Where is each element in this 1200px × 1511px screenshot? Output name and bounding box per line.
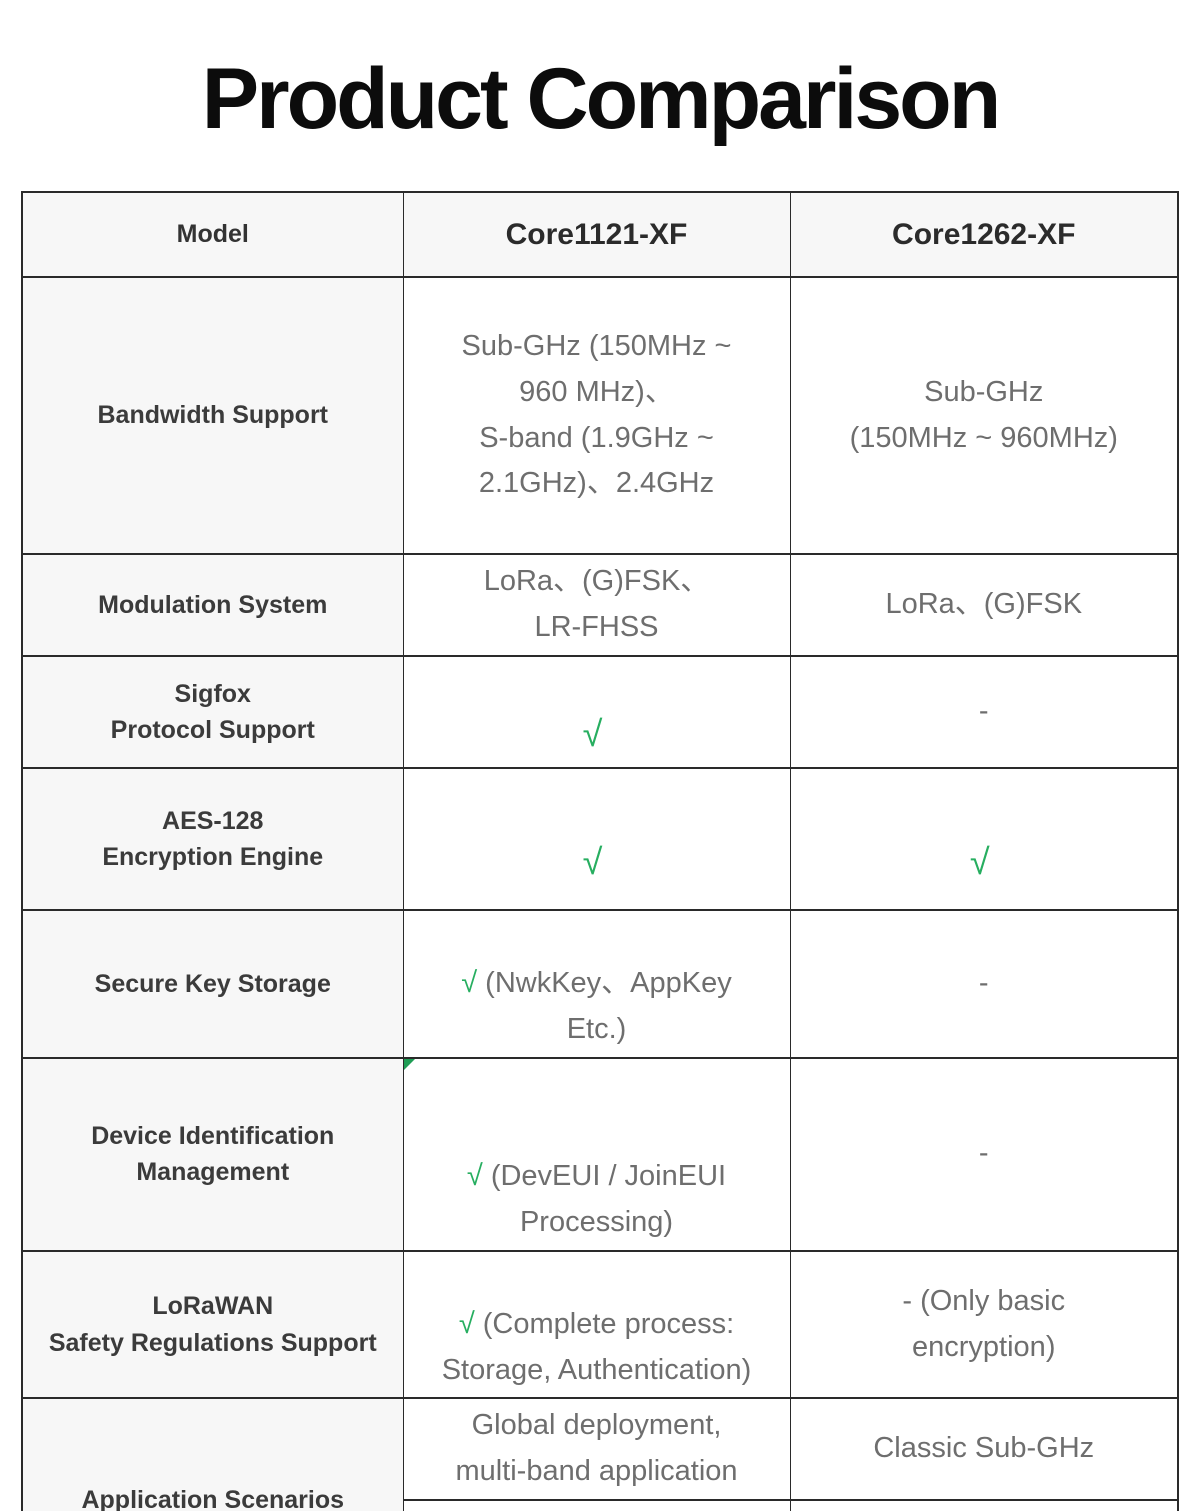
cell-text: (NwkKey、AppKey Etc.) (485, 967, 732, 1045)
table-row-application-1: Application Scenarios Global deployment,… (21, 1397, 1179, 1511)
cell-core1262-secure-key: - (789, 909, 1179, 1059)
comparison-table: Model Core1121-XF Core1262-XF Bandwidth … (21, 191, 1179, 1511)
column-header-core1262: Core1262-XF (789, 191, 1179, 278)
cell-core1121-device-id: √(DevEUI / JoinEUI Processing) (402, 1056, 791, 1253)
table-row-application-2: Asset tracking, high- security scenarios… (22, 1499, 1179, 1511)
table-row-sigfox: Sigfox Protocol Support √ - (21, 654, 1179, 770)
cell-core1262-application-2: LoRa Communication (789, 1499, 1179, 1511)
check-icon: √ (969, 840, 990, 882)
page-title: Product Comparison (201, 51, 1002, 147)
cell-core1121-modulation: LoRa、(G)FSK、 LR-FHSS (402, 553, 791, 657)
cell-core1262-lorawan: - (Only basic encryption) (789, 1249, 1179, 1400)
row-label: Bandwidth Support (21, 276, 404, 555)
check-icon: √ (582, 713, 603, 755)
row-label: Device Identification Management (21, 1056, 404, 1253)
check-icon: √ (458, 1307, 475, 1340)
column-header-model: Model (21, 191, 404, 278)
cell-core1262-bandwidth: Sub-GHz (150MHz ~ 960MHz) (789, 276, 1179, 555)
column-header-core1121: Core1121-XF (402, 191, 791, 278)
cell-core1262-sigfox: - (789, 654, 1179, 770)
cell-text: (DevEUI / JoinEUI Processing) (490, 1160, 727, 1239)
row-label: Application Scenarios (21, 1397, 404, 1511)
cell-core1121-aes128: √ (402, 767, 791, 912)
cell-core1262-application-1: Classic Sub-GHz (789, 1397, 1179, 1502)
table-row-aes128: AES-128 Encryption Engine √ √ (21, 767, 1179, 912)
cell-core1121-application-1: Global deployment, multi-band applicatio… (402, 1397, 791, 1502)
check-icon: √ (582, 840, 603, 882)
table-row-device-id: Device Identification Management √(DevEU… (21, 1056, 1179, 1253)
check-icon: √ (461, 967, 478, 1000)
table-row-secure-key: Secure Key Storage √(NwkKey、AppKey Etc.)… (21, 909, 1179, 1059)
table-row-modulation: Modulation System LoRa、(G)FSK、 LR-FHSS L… (21, 553, 1179, 657)
cell-text: (Complete process: Storage, Authenticati… (441, 1307, 752, 1386)
cell-corner-marker (403, 1058, 415, 1070)
row-label: Sigfox Protocol Support (21, 654, 404, 770)
cell-core1121-sigfox: √ (402, 654, 791, 770)
row-label: Secure Key Storage (21, 909, 404, 1059)
row-label: LoRaWAN Safety Regulations Support (21, 1249, 404, 1400)
cell-core1262-aes128: √ (789, 767, 1179, 912)
table-row-bandwidth: Bandwidth Support Sub-GHz (150MHz ~ 960 … (21, 276, 1179, 555)
row-label: Modulation System (21, 553, 404, 657)
cell-core1121-secure-key: √(NwkKey、AppKey Etc.) (402, 909, 791, 1059)
cell-core1262-modulation: LoRa、(G)FSK (789, 553, 1179, 657)
cell-core1121-lorawan: √(Complete process: Storage, Authenticat… (402, 1249, 791, 1400)
cell-core1121-bandwidth: Sub-GHz (150MHz ~ 960 MHz)、 S-band (1.9G… (402, 276, 791, 555)
header-row: Model Core1121-XF Core1262-XF (21, 191, 1179, 278)
cell-core1121-application-2: Asset tracking, high- security scenarios (402, 1499, 791, 1511)
table-row-lorawan: LoRaWAN Safety Regulations Support √(Com… (21, 1249, 1179, 1400)
cell-core1262-device-id: - (789, 1056, 1179, 1253)
check-icon: √ (466, 1160, 483, 1193)
row-label: AES-128 Encryption Engine (21, 767, 404, 912)
